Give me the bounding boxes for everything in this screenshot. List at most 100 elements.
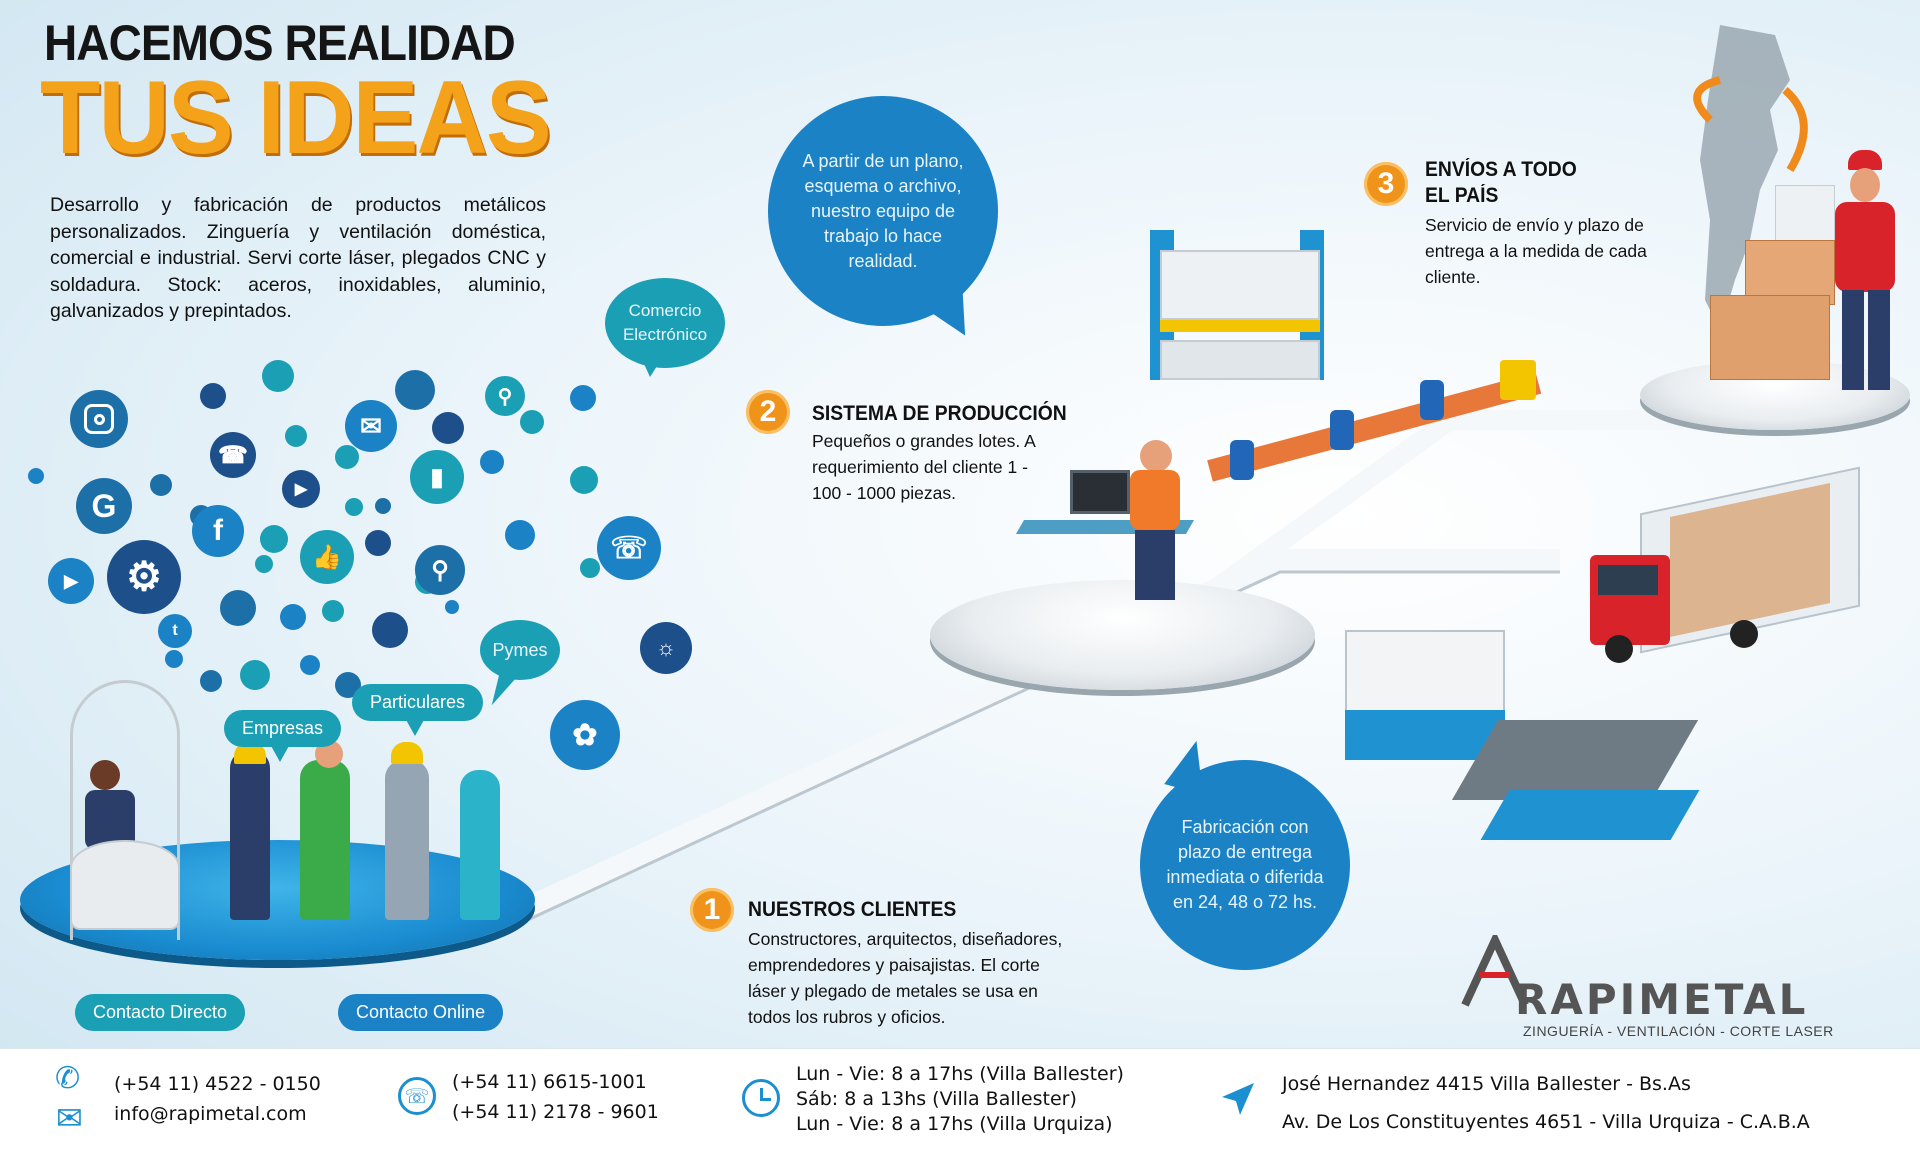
like-icon: 👍: [300, 530, 354, 584]
youtube-icon: ▶: [48, 558, 94, 604]
headline-line2: TUS IDEAS: [40, 60, 552, 176]
footer-address1: José Hernandez 4415 Villa Ballester - Bs…: [1282, 1073, 1691, 1095]
settings-icon: ⚙: [107, 540, 181, 614]
bubble-pymes: Pymes: [480, 620, 560, 680]
phone-icon: ✆: [55, 1062, 81, 1095]
footer-hours2: Sáb: 8 a 13hs (Villa Ballester): [796, 1088, 1077, 1110]
logo-brand: RAPIMETAL: [1515, 975, 1809, 1024]
decor-dot: [255, 555, 273, 573]
decor-dot: [395, 370, 435, 410]
step1-text: Constructores, arquitectos, diseñadores,…: [748, 929, 1063, 1027]
google-icon: G: [76, 478, 132, 534]
bubble-comercio: Comercio Electrónico: [605, 278, 725, 368]
decor-dot: [432, 412, 464, 444]
laser-machine: [1345, 630, 1705, 860]
decor-dot: [445, 600, 459, 614]
decor-dot: [345, 498, 363, 516]
bubble-plano: A partir de un plano, esquema o archivo,…: [768, 96, 998, 326]
step3-number: 3: [1364, 162, 1408, 206]
step3-title-line2: EL PAÍS: [1425, 184, 1499, 207]
whatsapp-icon: ☏: [398, 1077, 436, 1115]
step1-number: 1: [690, 888, 734, 932]
decor-dot: [375, 498, 391, 514]
people-group: [220, 740, 520, 930]
footer-hours3: Lun - Vie: 8 a 17hs (Villa Urquiza): [796, 1113, 1113, 1135]
decor-dot: [220, 590, 256, 626]
step2-number: 2: [746, 390, 790, 434]
bubble-pymes-text: Pymes: [492, 639, 548, 660]
delivery-truck: [1590, 460, 1880, 670]
bubble-comercio-tail: [640, 355, 664, 377]
step3-text: Servicio de envío y plazo de entrega a l…: [1425, 215, 1647, 287]
bubble-comercio-text: Comercio Electrónico: [622, 301, 708, 344]
decor-dot: [165, 650, 183, 668]
clock-icon: [742, 1079, 780, 1117]
decor-dot: [372, 612, 408, 648]
bubble-empresas-tail: [270, 744, 290, 762]
smartphone-icon: ▮: [410, 450, 464, 504]
video-icon: ▶: [282, 470, 320, 508]
step1-title: NUESTROS CLIENTES: [748, 898, 957, 921]
decor-dot: [150, 474, 172, 496]
boxes: [1705, 185, 1845, 385]
facebook-icon: f: [192, 505, 244, 557]
bubble-empresas: Empresas: [224, 710, 342, 747]
decor-dot: [505, 520, 535, 550]
decor-dot: [570, 385, 596, 411]
platform-production: [930, 580, 1315, 690]
decor-dot: [570, 466, 598, 494]
instagram-icon: [70, 390, 128, 448]
decor-dot: [365, 530, 391, 556]
bubble-fabricacion: Fabricación con plazo de entrega inmedia…: [1140, 760, 1350, 970]
reception-desk: [70, 680, 190, 940]
delivery-person: [1830, 150, 1900, 400]
step3-title-line1: ENVÍOS A TODO: [1425, 158, 1577, 181]
bubble-particulares-tail: [405, 718, 425, 736]
bubble-particulares: Particulares: [352, 684, 484, 721]
headline-line1: HACEMOS REALIDAD: [44, 15, 516, 71]
decor-dot: [322, 600, 344, 622]
email-icon: ✉: [345, 400, 397, 452]
whatsapp-icon: ☏: [597, 516, 661, 580]
decor-dot: [285, 425, 307, 447]
intro-text: Desarrollo y fabricación de productos me…: [50, 194, 546, 322]
decor-dot: [28, 468, 44, 484]
footer-email[interactable]: info@rapimetal.com: [114, 1103, 307, 1125]
brain-icon: ✿: [550, 700, 620, 770]
step2-text: Pequeños o grandes lotes. A requerimient…: [812, 431, 1035, 503]
assembly-line: [1207, 360, 1560, 560]
footer-phone[interactable]: (+54 11) 4522 - 0150: [114, 1073, 321, 1095]
footer: ✆ ✉ (+54 11) 4522 - 0150 info@rapimetal.…: [0, 1048, 1920, 1152]
decor-dot: [260, 525, 288, 553]
search-icon: ⚲: [485, 376, 525, 416]
decor-dot: [280, 604, 306, 630]
step2-title: SISTEMA DE PRODUCCIÓN: [812, 402, 1067, 425]
decor-dot: [480, 450, 504, 474]
location-icon: ⚲: [415, 545, 465, 595]
footer-address2: Av. De Los Constituyentes 4651 - Villa U…: [1282, 1111, 1810, 1133]
decor-dot: [240, 660, 270, 690]
footer-whatsapp1[interactable]: (+54 11) 6615-1001: [452, 1071, 647, 1093]
bubble-contacto-online: Contacto Online: [338, 994, 504, 1031]
decor-dot: [300, 655, 320, 675]
footer-hours1: Lun - Vie: 8 a 17hs (Villa Ballester): [796, 1063, 1124, 1085]
bubble-plano-text: A partir de un plano, esquema o archivo,…: [802, 150, 964, 271]
decor-dot: [335, 445, 359, 469]
decor-dot: [200, 670, 222, 692]
worker-desk: [1015, 440, 1210, 610]
location-arrow-icon: [1222, 1083, 1254, 1115]
argentina-map: [1693, 25, 1808, 330]
press-brake: [1130, 230, 1360, 390]
decor-dot: [262, 360, 294, 392]
decor-dot: [200, 383, 226, 409]
twitter-icon: t: [158, 614, 192, 648]
decor-dot: [520, 410, 544, 434]
brand-logo: RAPIMETAL ZINGUERÍA - VENTILACIÓN - CORT…: [1455, 935, 1875, 1045]
footer-whatsapp2[interactable]: (+54 11) 2178 - 9601: [452, 1101, 659, 1123]
phone-icon: ☎: [210, 432, 256, 478]
logo-mark-icon: [1461, 935, 1529, 1007]
logo-tagline: ZINGUERÍA - VENTILACIÓN - CORTE LASER: [1523, 1023, 1834, 1039]
bubble-contacto-directo: Contacto Directo: [75, 994, 246, 1031]
decor-dot: [580, 558, 600, 578]
bubble-fabricacion-text: Fabricación con plazo de entrega inmedia…: [1166, 817, 1324, 912]
